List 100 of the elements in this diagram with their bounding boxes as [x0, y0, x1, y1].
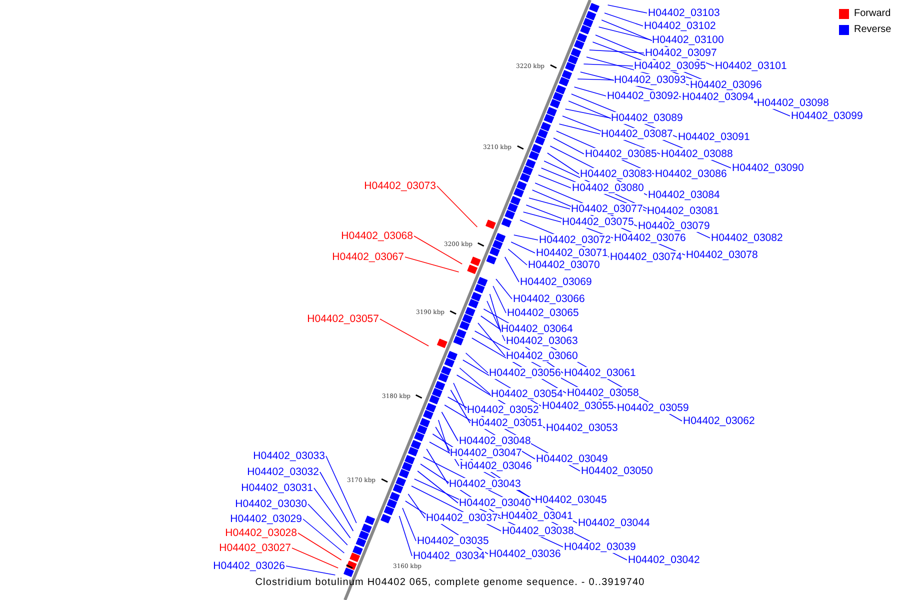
- gene-label: H04402_03071: [536, 247, 608, 259]
- gene-label: H04402_03102: [644, 20, 716, 32]
- gene-label: H04402_03034: [413, 550, 485, 562]
- gene-label: H04402_03098: [757, 97, 829, 109]
- gene-label: H04402_03044: [578, 517, 650, 529]
- gene-label: H04402_03086: [655, 168, 727, 180]
- leader-line: [308, 504, 348, 546]
- leader-line: [292, 548, 338, 568]
- gene-label: H04402_03043: [449, 478, 521, 490]
- gene-label: H04402_03066: [513, 293, 585, 305]
- gene-label: H04402_03062: [683, 415, 755, 427]
- gene-label: H04402_03058: [567, 387, 639, 399]
- leader-line: [402, 508, 416, 542]
- gene-label: H04402_03084: [648, 189, 720, 201]
- gene-label: H04402_03101: [715, 60, 787, 72]
- gene-label: H04402_03087: [601, 128, 673, 140]
- leader-line: [583, 64, 634, 66]
- leader-line: [320, 472, 354, 532]
- gene-label: H04402_03033: [253, 450, 325, 462]
- leader-line: [598, 26, 652, 40]
- gene-label: H04402_03056: [489, 367, 561, 379]
- gene-label: H04402_03035: [417, 535, 489, 547]
- gene-label: H04402_03064: [501, 323, 573, 335]
- gene-label: H04402_03076: [614, 232, 686, 244]
- gene-label: H04402_03036: [489, 548, 561, 560]
- gene-label: H04402_03048: [459, 435, 531, 447]
- leader-line: [302, 518, 345, 554]
- gene-label: H04402_03097: [645, 47, 717, 59]
- gene-label: H04402_03027: [219, 542, 291, 554]
- leader-line: [436, 186, 478, 228]
- gene-label: H04402_03096: [690, 79, 762, 91]
- leader-line: [478, 322, 506, 356]
- gene-label: H04402_03078: [686, 249, 758, 261]
- leader-line: [589, 50, 644, 54]
- gene-label: H04402_03090: [732, 162, 804, 174]
- leader-line: [408, 494, 426, 518]
- leader-line: [465, 352, 488, 374]
- leader-line: [489, 294, 500, 330]
- gene-label: H04402_03054: [491, 388, 563, 400]
- gene-label: H04402_03103: [648, 7, 720, 19]
- leader-line: [508, 248, 528, 266]
- gene-label: H04402_03050: [581, 465, 653, 477]
- gene-label: H04402_03039: [564, 541, 636, 553]
- leader-line: [510, 242, 536, 254]
- leader-line: [558, 124, 600, 134]
- leader-line: [486, 300, 506, 342]
- leader-line: [404, 256, 460, 272]
- leader-line: [441, 412, 458, 442]
- gene-label: H04402_03067: [332, 251, 404, 263]
- gene-label: H04402_03068: [341, 230, 413, 242]
- leader-line: [398, 516, 412, 556]
- leader-line: [414, 236, 462, 264]
- gene-label: H04402_03040: [459, 497, 531, 509]
- leader-line: [607, 4, 648, 14]
- gene-label: H04402_03088: [661, 148, 733, 160]
- leader-line: [574, 86, 606, 96]
- gene-label: H04402_03083: [580, 168, 652, 180]
- gene-label: H04402_03075: [562, 216, 634, 228]
- leader-line: [528, 198, 570, 210]
- leader-line: [438, 420, 450, 454]
- gene-label: H04402_03029: [230, 513, 302, 525]
- gene-label: H04402_03049: [536, 453, 608, 465]
- gene-label: H04402_03072: [539, 234, 611, 246]
- gene-label: H04402_03079: [638, 220, 710, 232]
- leader-line: [564, 108, 610, 118]
- gene-label: H04402_03026: [213, 560, 285, 572]
- gene-label: H04402_03031: [241, 482, 313, 494]
- gene-label: H04402_03092: [607, 90, 679, 102]
- gene-label: H04402_03041: [501, 510, 573, 522]
- gene-label: H04402_03065: [507, 307, 579, 319]
- gene-label: H04402_03051: [471, 417, 543, 429]
- gene-label: H04402_03094: [682, 91, 754, 103]
- gene-label: H04402_03093: [614, 74, 686, 86]
- gene-label: H04402_03045: [535, 494, 607, 506]
- gene-label: H04402_03055: [542, 400, 614, 412]
- legend-label: Reverse: [854, 24, 892, 35]
- leader-line: [547, 152, 580, 174]
- gene-label: H04402_03028: [225, 527, 297, 539]
- leader-line: [380, 318, 429, 346]
- gene-label: H04402_03060: [506, 350, 578, 362]
- legend-label: Forward: [854, 8, 891, 19]
- leader-line: [286, 566, 336, 576]
- gene-label: H04402_03080: [572, 182, 644, 194]
- leader-line: [450, 390, 470, 424]
- leader-line: [326, 456, 357, 524]
- leader-line: [459, 368, 490, 394]
- gene-label: H04402_03038: [502, 525, 574, 537]
- gene-label: H04402_03059: [617, 402, 689, 414]
- gene-label: H04402_03085: [585, 148, 657, 160]
- gene-label: H04402_03042: [628, 554, 700, 566]
- leader-line: [504, 256, 520, 282]
- gene-label: H04402_03037: [426, 512, 498, 524]
- leader-line: [604, 12, 644, 26]
- gene-label: H04402_03099: [791, 110, 863, 122]
- gene-label: H04402_03061: [564, 367, 636, 379]
- leader-line: [492, 286, 506, 314]
- leader-line: [553, 138, 584, 154]
- gene-label: H04402_03095: [634, 60, 706, 72]
- caption: Clostridium botulinum H04402 065, complete genome sequence. - 0..3919740: [254, 577, 646, 588]
- leader-line: [453, 382, 466, 410]
